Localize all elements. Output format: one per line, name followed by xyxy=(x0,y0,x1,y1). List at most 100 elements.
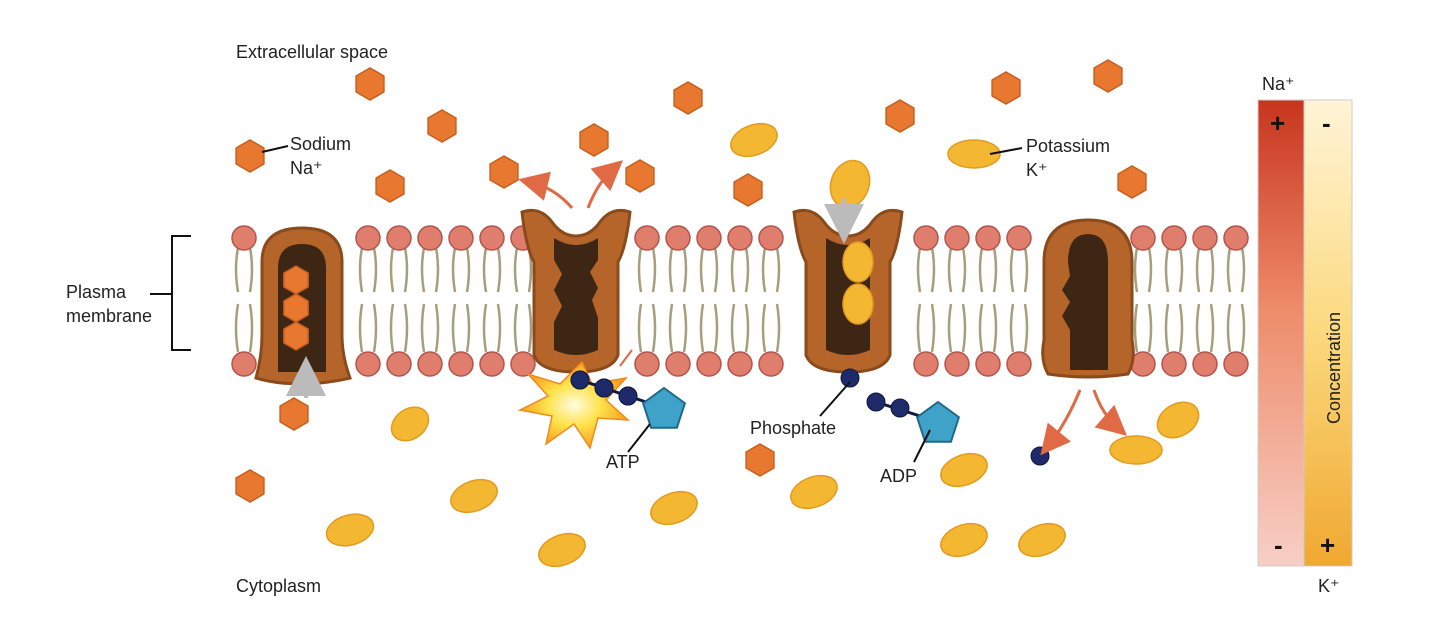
lipid-tail xyxy=(744,247,750,293)
lipid-tail xyxy=(947,247,953,293)
lipid-tail xyxy=(1023,303,1029,353)
potassium-ion-icon xyxy=(538,532,586,568)
atp-bond xyxy=(579,378,653,406)
sodium-ion-icon xyxy=(579,123,609,157)
sodium-ion-icon xyxy=(733,173,763,207)
lipid-tail xyxy=(961,247,967,293)
bound-potassium-ion-icon xyxy=(842,241,874,283)
lipid-head xyxy=(510,351,536,377)
lipid-head xyxy=(448,225,474,251)
lipid-tail xyxy=(916,303,922,353)
lipid-tail xyxy=(668,303,674,353)
lipid-tail xyxy=(713,247,719,293)
k-high-sign: + xyxy=(1320,530,1335,560)
sodium-ion-icon xyxy=(625,159,655,193)
na-gradient-label: Na⁺ xyxy=(1262,74,1295,94)
sodium-ion-icon xyxy=(279,397,309,431)
lipid-tail xyxy=(1195,247,1201,293)
lipid-head xyxy=(944,225,970,251)
lipid-head xyxy=(479,225,505,251)
lipid-tail xyxy=(713,303,719,353)
lipid-tail xyxy=(1209,303,1215,353)
lipid-tail xyxy=(699,247,705,293)
potassium-ion-icon xyxy=(947,139,1001,169)
lipid-head xyxy=(758,225,784,251)
potassium-ion-icon xyxy=(940,452,988,488)
lipid-tail xyxy=(1240,247,1246,293)
lipid-tail xyxy=(978,247,984,293)
lipid-head xyxy=(231,225,257,251)
k-low-sign: - xyxy=(1322,108,1331,138)
plasma-membrane xyxy=(231,225,1249,377)
lipid-tail xyxy=(947,303,953,353)
bound-sodium-ion-icon xyxy=(283,321,309,351)
lipid-head xyxy=(386,225,412,251)
cytoplasm-label: Cytoplasm xyxy=(236,576,321,596)
potassium-ion-icon xyxy=(940,522,988,558)
lipid-tail xyxy=(682,247,688,293)
sodium-ion-icon xyxy=(1117,165,1147,199)
lipid-tail xyxy=(761,303,767,353)
sodium-gradient-bar xyxy=(1257,99,1305,567)
lipid-tail xyxy=(744,303,750,353)
pump-protein-state-2 xyxy=(520,208,632,374)
lipid-tail xyxy=(1133,303,1139,353)
sodium-ion-icon xyxy=(673,81,703,115)
sodium-ion-icon xyxy=(235,139,265,173)
bound-potassium-ion-icon xyxy=(842,283,874,325)
lipid-tail xyxy=(234,247,240,293)
lipid-head xyxy=(913,351,939,377)
lipid-tail xyxy=(248,303,254,353)
lipid-head xyxy=(1192,351,1218,377)
lipid-tail xyxy=(730,247,736,293)
lipid-tail xyxy=(651,247,657,293)
lipid-tail xyxy=(978,303,984,353)
potassium-ion-icon xyxy=(1018,522,1066,558)
lipid-tail xyxy=(1147,303,1153,353)
potassium-symbol-label: K⁺ xyxy=(1026,160,1048,180)
lipid-head xyxy=(975,351,1001,377)
lipid-head xyxy=(1192,225,1218,251)
concentration-gradient: Na⁺ K⁺ + - - + Concentration xyxy=(1257,74,1353,596)
potassium-ion-icon xyxy=(1109,435,1163,465)
phosphate-icon xyxy=(890,398,910,418)
potassium-ion-icon xyxy=(1156,401,1200,439)
lipid-tail xyxy=(930,247,936,293)
lipid-head xyxy=(665,225,691,251)
plasma-membrane-label-line2: membrane xyxy=(66,306,152,326)
lipid-tail xyxy=(1164,303,1170,353)
lipid-tail xyxy=(482,247,488,293)
lipid-tail xyxy=(1195,303,1201,353)
lipid-tail xyxy=(513,303,519,353)
phosphate-icon xyxy=(1030,446,1050,466)
lipid-tail xyxy=(372,247,378,293)
lipid-tail xyxy=(961,303,967,353)
lipid-tail xyxy=(668,247,674,293)
lipid-head xyxy=(386,351,412,377)
potassium-ion-icon xyxy=(325,513,375,547)
lipid-head xyxy=(727,351,753,377)
lipid-tail xyxy=(248,247,254,293)
extracellular-space-label: Extracellular space xyxy=(236,42,388,62)
lipid-tail xyxy=(358,303,364,353)
lipid-head xyxy=(758,351,784,377)
potassium-ion-icon xyxy=(790,474,838,510)
leader-lines xyxy=(150,145,1023,463)
lipid-head xyxy=(1161,351,1187,377)
k-gradient-label: K⁺ xyxy=(1318,576,1340,596)
lipid-tail xyxy=(1240,303,1246,353)
lipid-head xyxy=(696,351,722,377)
sodium-ion-icon xyxy=(355,67,385,101)
lipid-head xyxy=(1161,225,1187,251)
phosphate-icon xyxy=(866,392,886,412)
lipid-tail xyxy=(513,247,519,293)
lipid-tail xyxy=(451,303,457,353)
lipid-tail xyxy=(699,303,705,353)
lipid-tail xyxy=(389,303,395,353)
lipid-tail xyxy=(389,247,395,293)
sodium-ion-icon xyxy=(885,99,915,133)
lipid-head xyxy=(665,351,691,377)
lipid-head xyxy=(448,351,474,377)
lipid-head xyxy=(479,351,505,377)
